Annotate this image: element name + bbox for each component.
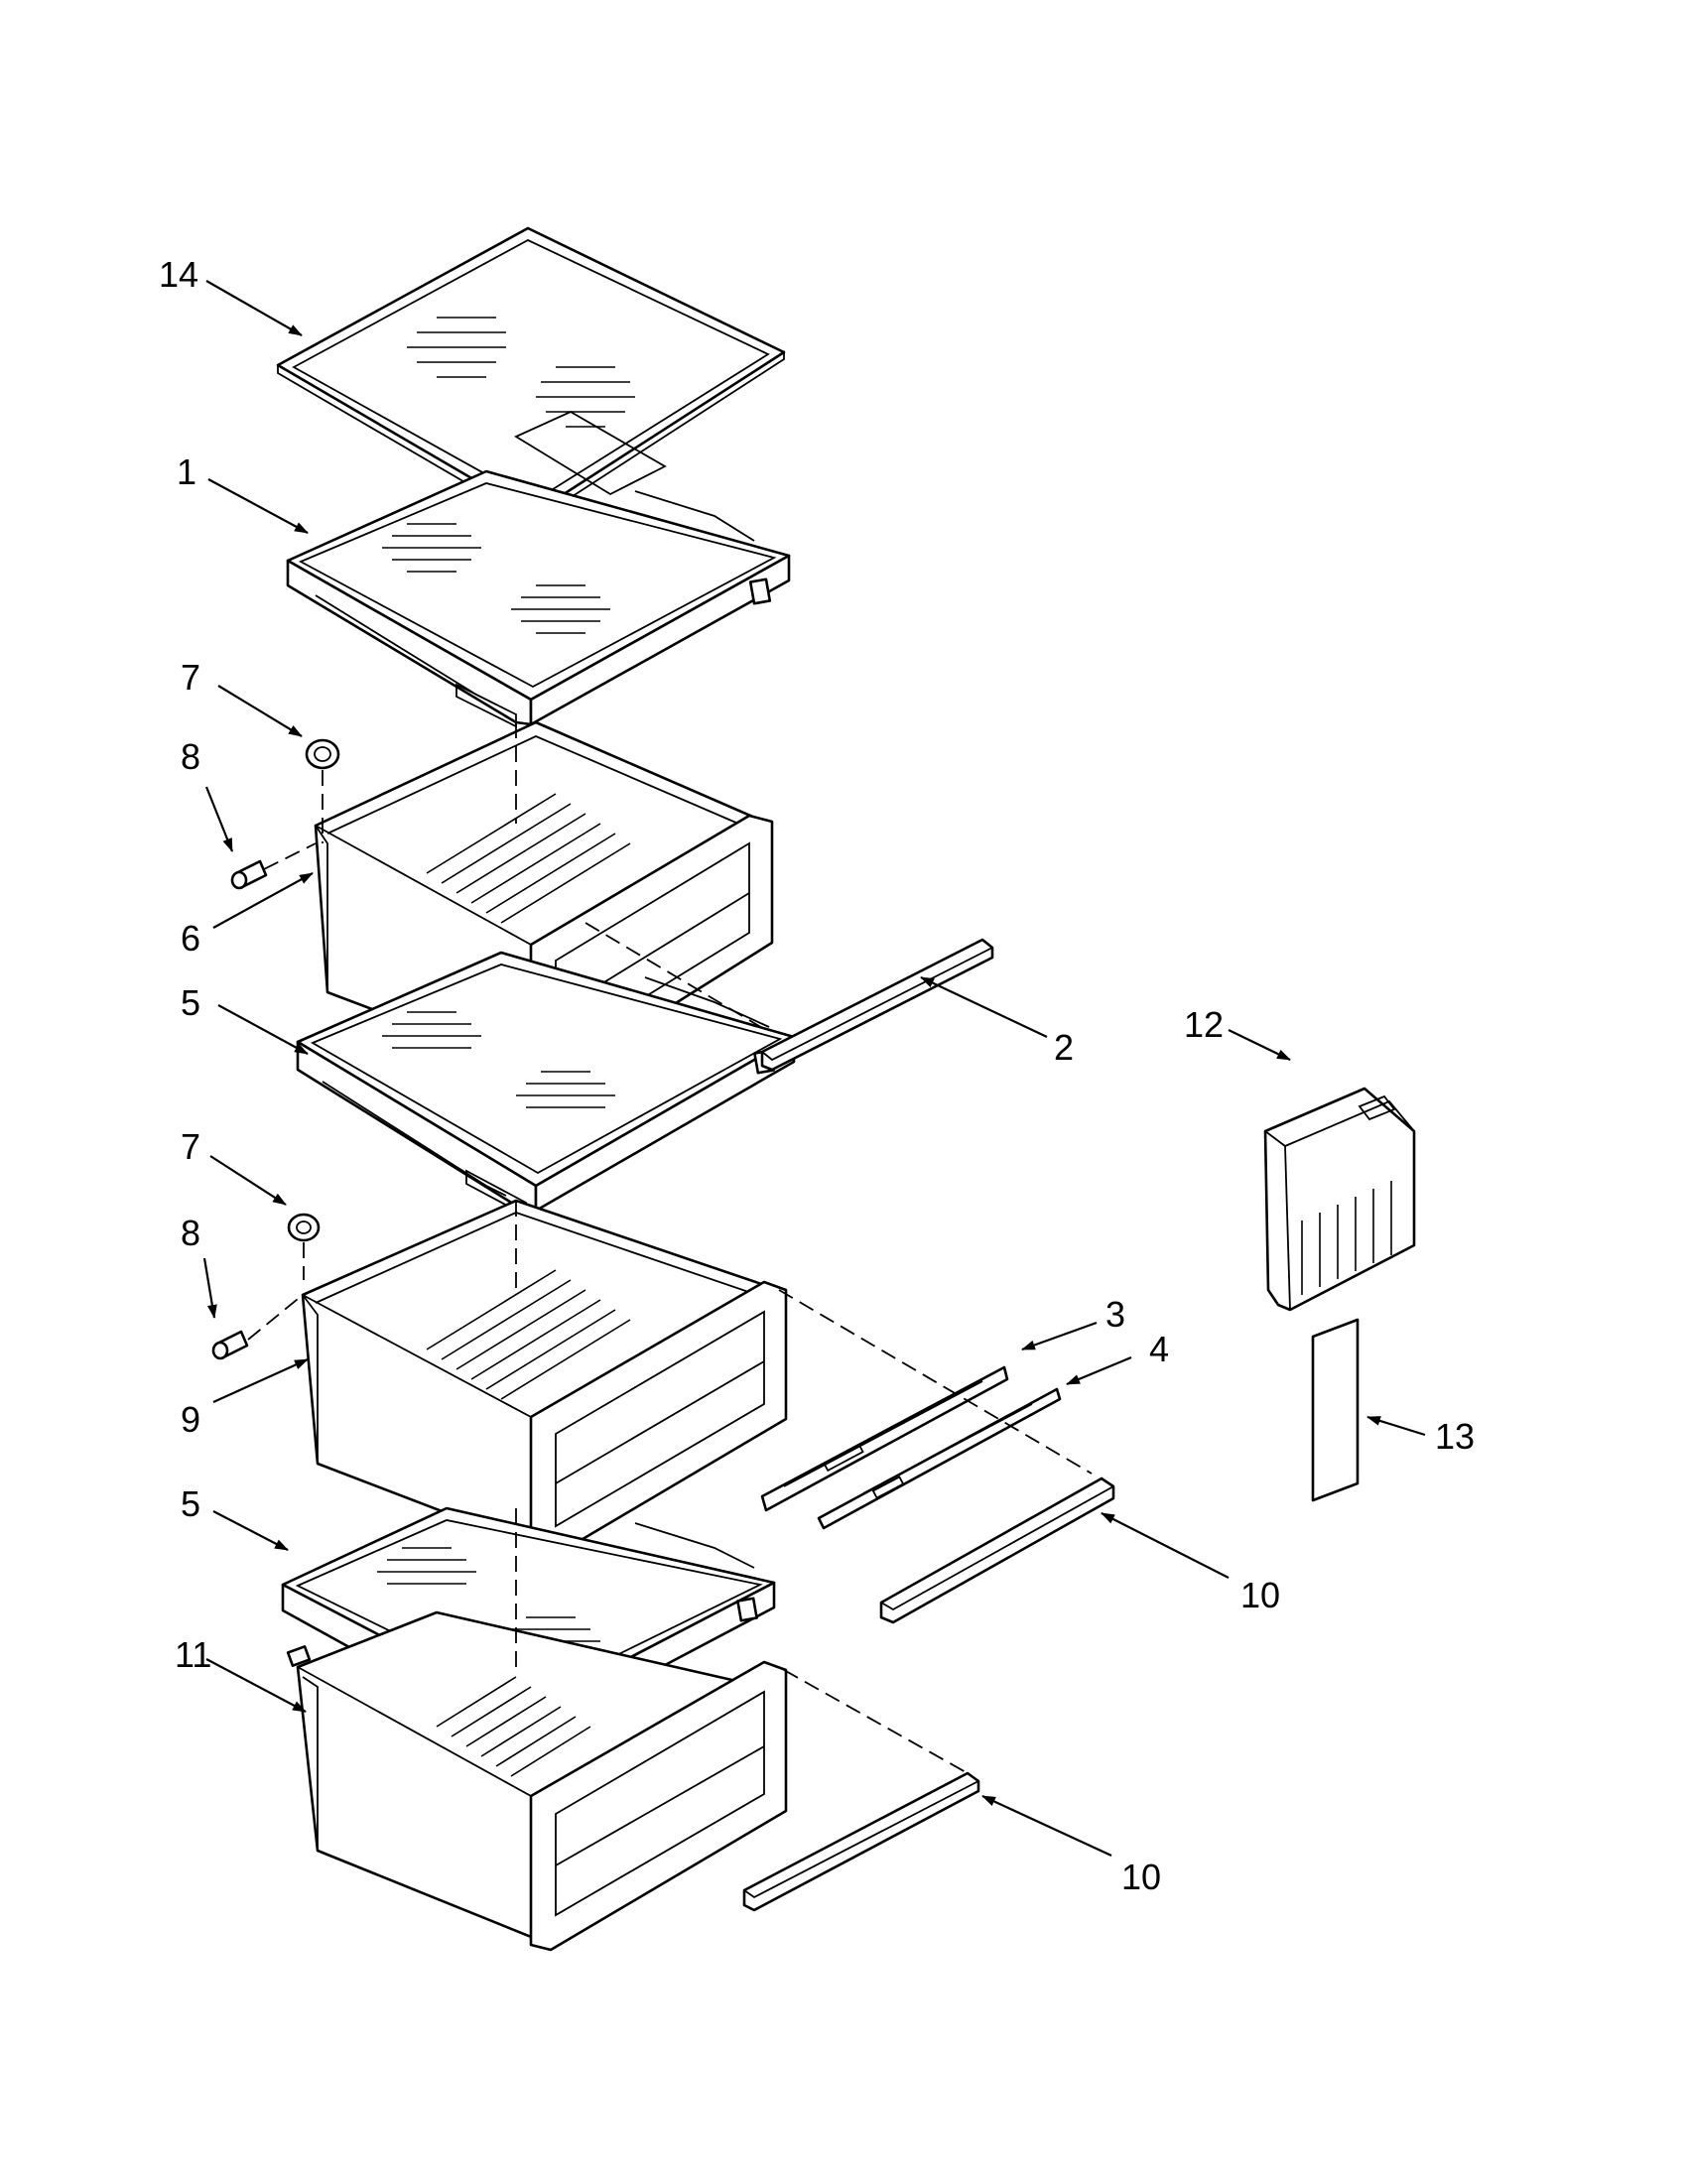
part-10-rail-upper <box>879 1477 1115 1624</box>
part-4-slide <box>817 1387 1062 1530</box>
leader-arrows <box>202 280 1426 1857</box>
part-12-cover <box>1263 1087 1416 1312</box>
callout-10-lower: 10 <box>1121 1857 1161 1897</box>
callout-9: 9 <box>181 1399 200 1440</box>
callout-11: 11 <box>175 1634 211 1675</box>
part-1-shelf <box>286 469 791 728</box>
callout-13: 13 <box>1435 1416 1475 1457</box>
shelf-1-texture <box>382 523 610 634</box>
callout-4: 4 <box>1149 1329 1169 1369</box>
assembly-lines <box>247 722 1093 1774</box>
shelf-5-upper-texture <box>382 1011 615 1108</box>
part-14-glass-shelf <box>276 226 786 524</box>
drawer-6-ribs <box>426 793 631 924</box>
callout-7-lower: 7 <box>181 1126 200 1167</box>
callout-labels: 14 1 7 8 6 5 2 12 7 8 3 4 13 9 5 10 11 1… <box>159 254 1475 1897</box>
part-7-wheel-lower <box>287 1213 321 1242</box>
callout-5-lower: 5 <box>181 1483 200 1524</box>
part-13-panel <box>1311 1318 1360 1502</box>
callout-7-upper: 7 <box>181 657 200 698</box>
callout-2: 2 <box>1054 1027 1074 1068</box>
part-8-axle-lower <box>211 1330 249 1360</box>
callout-8-upper: 8 <box>181 736 200 777</box>
drawer-9-ribs <box>426 1269 631 1400</box>
callout-6: 6 <box>181 918 200 959</box>
part-10-rail-lower <box>742 1771 980 1912</box>
shelf-5-lower-texture <box>377 1547 600 1654</box>
cover-12-louvers <box>1301 1181 1392 1295</box>
callout-1: 1 <box>177 451 196 492</box>
drawer-11-ribs <box>436 1676 591 1777</box>
part-9-crisper-drawer <box>301 1199 788 1560</box>
part-11-bottom-drawer <box>286 1610 788 1952</box>
callout-3: 3 <box>1105 1294 1125 1335</box>
part-2-rail <box>760 938 994 1072</box>
part-7-wheel-upper <box>305 738 340 770</box>
callout-5-upper: 5 <box>181 982 200 1023</box>
part-3-slide <box>760 1365 1009 1512</box>
shelf-14-texture <box>407 317 635 428</box>
callout-10-upper: 10 <box>1240 1575 1280 1615</box>
callout-8-lower: 8 <box>181 1213 200 1253</box>
callout-12: 12 <box>1184 1004 1224 1045</box>
callout-14: 14 <box>159 254 198 295</box>
part-8-axle-upper <box>230 859 268 890</box>
